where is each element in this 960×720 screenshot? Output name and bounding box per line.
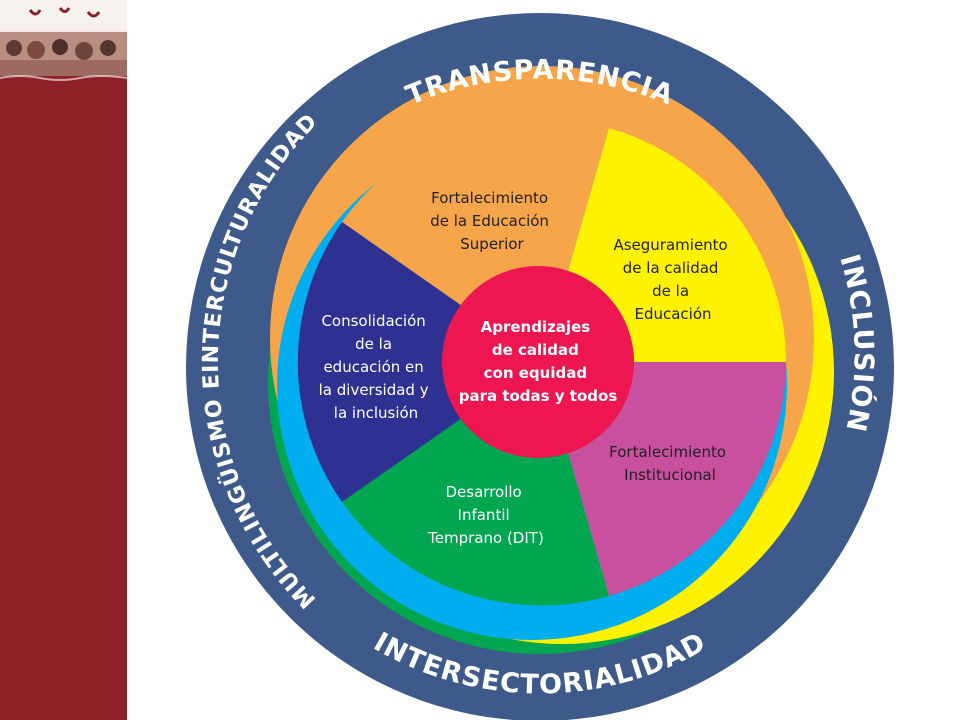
segment-dit-label: Desarrollo Infantil Temprano (DIT) [427, 483, 544, 547]
sidebar-band [0, 0, 127, 720]
segment-diversidad [297, 222, 542, 502]
header-photo-strip [0, 0, 127, 88]
segment-institucional-label: Fortalecimiento Institucional [609, 443, 731, 484]
segment-calidad-label: Aseguramiento de la calidad de la Educac… [613, 236, 732, 323]
segment-diversidad-label: Consolidación de la educación en la dive… [319, 312, 434, 422]
segment-superior-label: Fortalecimiento de la Educación Superior [430, 189, 553, 253]
core-label: Aprendizajes de calidad con equidad para… [459, 318, 618, 405]
core-circle [442, 266, 634, 458]
